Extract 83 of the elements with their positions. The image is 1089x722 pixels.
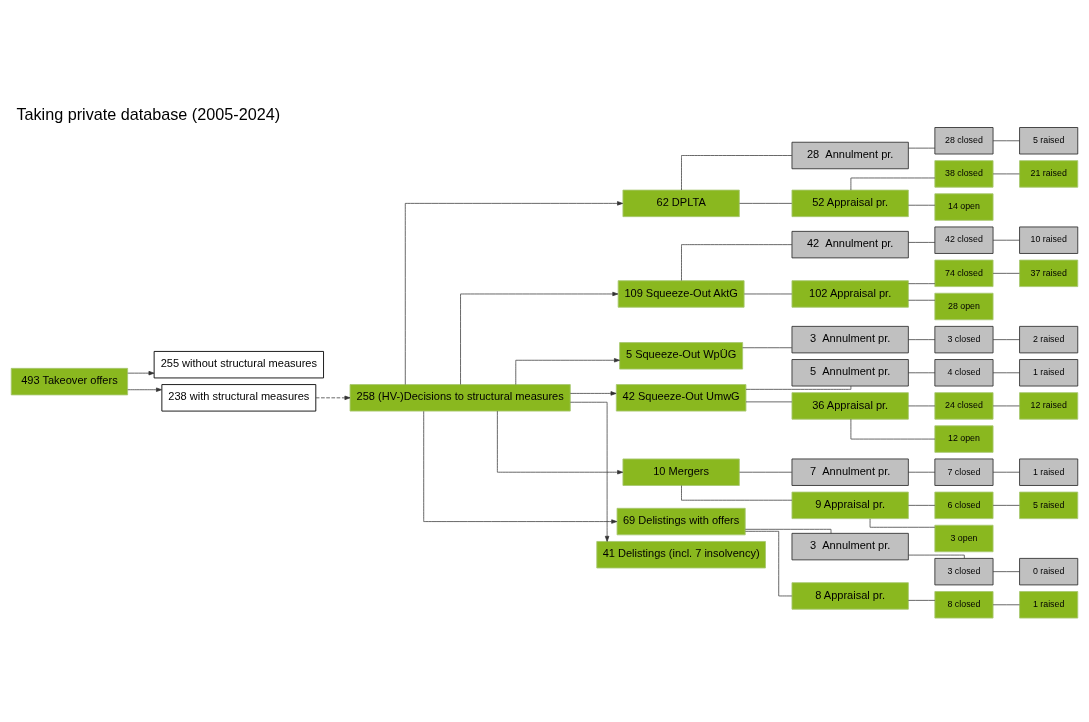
arrow (570, 401, 610, 542)
node-box: 9 Appraisal pr. (791, 491, 909, 520)
node-box: 12 raised (1019, 392, 1079, 420)
connector (992, 273, 1020, 274)
node-box: 38 closed (934, 160, 994, 188)
node-box: 2 raised (1019, 325, 1079, 354)
node-box: 5 raised (1019, 491, 1079, 520)
connector (745, 528, 832, 534)
node-box: 1 raised (1019, 458, 1079, 486)
node-box: 0 raised (1019, 557, 1079, 586)
node-box: 42 Squeeze-Out UmwG (615, 384, 747, 412)
connector (908, 600, 936, 601)
node-box: 3 closed (934, 557, 994, 586)
node-box: 21 raised (1019, 160, 1079, 188)
node-box: 69 Delistings with offers (616, 507, 746, 536)
node-box: 28 Annulment pr. (791, 141, 909, 170)
arrow (404, 201, 623, 385)
node-box: 4 closed (934, 359, 994, 387)
connector (992, 239, 1020, 241)
arrow (127, 371, 155, 376)
connector (992, 339, 1020, 340)
node-box: 36 Appraisal pr. (791, 392, 909, 420)
arrow (569, 391, 617, 396)
node-box: 258 (HV-)Decisions to structural measures (349, 384, 571, 412)
node-box: 10 raised (1019, 226, 1079, 254)
arrow (423, 410, 618, 524)
node-box: 14 open (934, 193, 994, 221)
connector (908, 242, 936, 243)
connector (992, 571, 1020, 572)
connector (739, 471, 793, 473)
node-box: 1 raised (1019, 359, 1079, 387)
arrow (515, 358, 620, 385)
node-box: 109 Squeeze-Out AktG (617, 280, 745, 308)
node-box: 3 Annulment pr. (791, 532, 909, 561)
node-box: 37 raised (1019, 259, 1079, 288)
arrow (315, 395, 351, 400)
node-box: 3 closed (934, 325, 994, 354)
arrow (460, 291, 619, 385)
connector (681, 155, 793, 191)
connector (908, 147, 936, 149)
node-box: 3 open (934, 524, 994, 553)
connector (992, 140, 1020, 142)
connector (908, 339, 936, 340)
node-box: 8 closed (934, 591, 994, 619)
node-box: 5 Annulment pr. (791, 359, 909, 387)
connector (908, 283, 936, 285)
node-box: 74 closed (934, 259, 994, 288)
connector (992, 372, 1020, 374)
node-box: 41 Delistings (incl. 7 insolvency) (596, 541, 766, 569)
node-box: 42 Annulment pr. (791, 230, 909, 259)
diagram-title: Taking private database (2005-2024) (16, 104, 281, 123)
node-box: 8 Appraisal pr. (791, 582, 909, 610)
node-box: 10 Mergers (622, 458, 740, 486)
connector (992, 505, 1020, 506)
node-box: 1 raised (1019, 591, 1079, 619)
node-box: 238 with structural measures (161, 384, 317, 412)
node-box: 28 closed (934, 127, 994, 155)
node-box: 52 Appraisal pr. (791, 189, 909, 218)
node-box: 102 Appraisal pr. (791, 280, 909, 308)
connector (869, 518, 936, 528)
connector (908, 372, 936, 374)
connector (908, 505, 936, 506)
node-box: 255 without structural measures (153, 351, 324, 379)
node-box: 5 Squeeze-Out WpÜG (619, 342, 744, 370)
node-box: 6 closed (934, 491, 994, 520)
node-box: 7 closed (934, 458, 994, 486)
connector (742, 347, 793, 349)
arrow (127, 387, 162, 392)
connector (908, 471, 936, 473)
node-box: 5 raised (1019, 127, 1079, 155)
arrow (497, 410, 624, 475)
node-box: 493 Takeover offers (10, 367, 129, 396)
node-box: 62 DPLTA (622, 189, 740, 218)
connector (992, 471, 1020, 473)
node-box: 42 closed (934, 226, 994, 254)
node-box: 28 open (934, 292, 994, 321)
connector (681, 485, 793, 501)
node-box: 3 Annulment pr. (791, 325, 909, 354)
node-box: 24 closed (934, 392, 994, 420)
connector (681, 244, 793, 281)
connector (739, 203, 793, 204)
node-box: 7 Annulment pr. (791, 458, 909, 486)
node-box: 12 open (934, 425, 994, 453)
